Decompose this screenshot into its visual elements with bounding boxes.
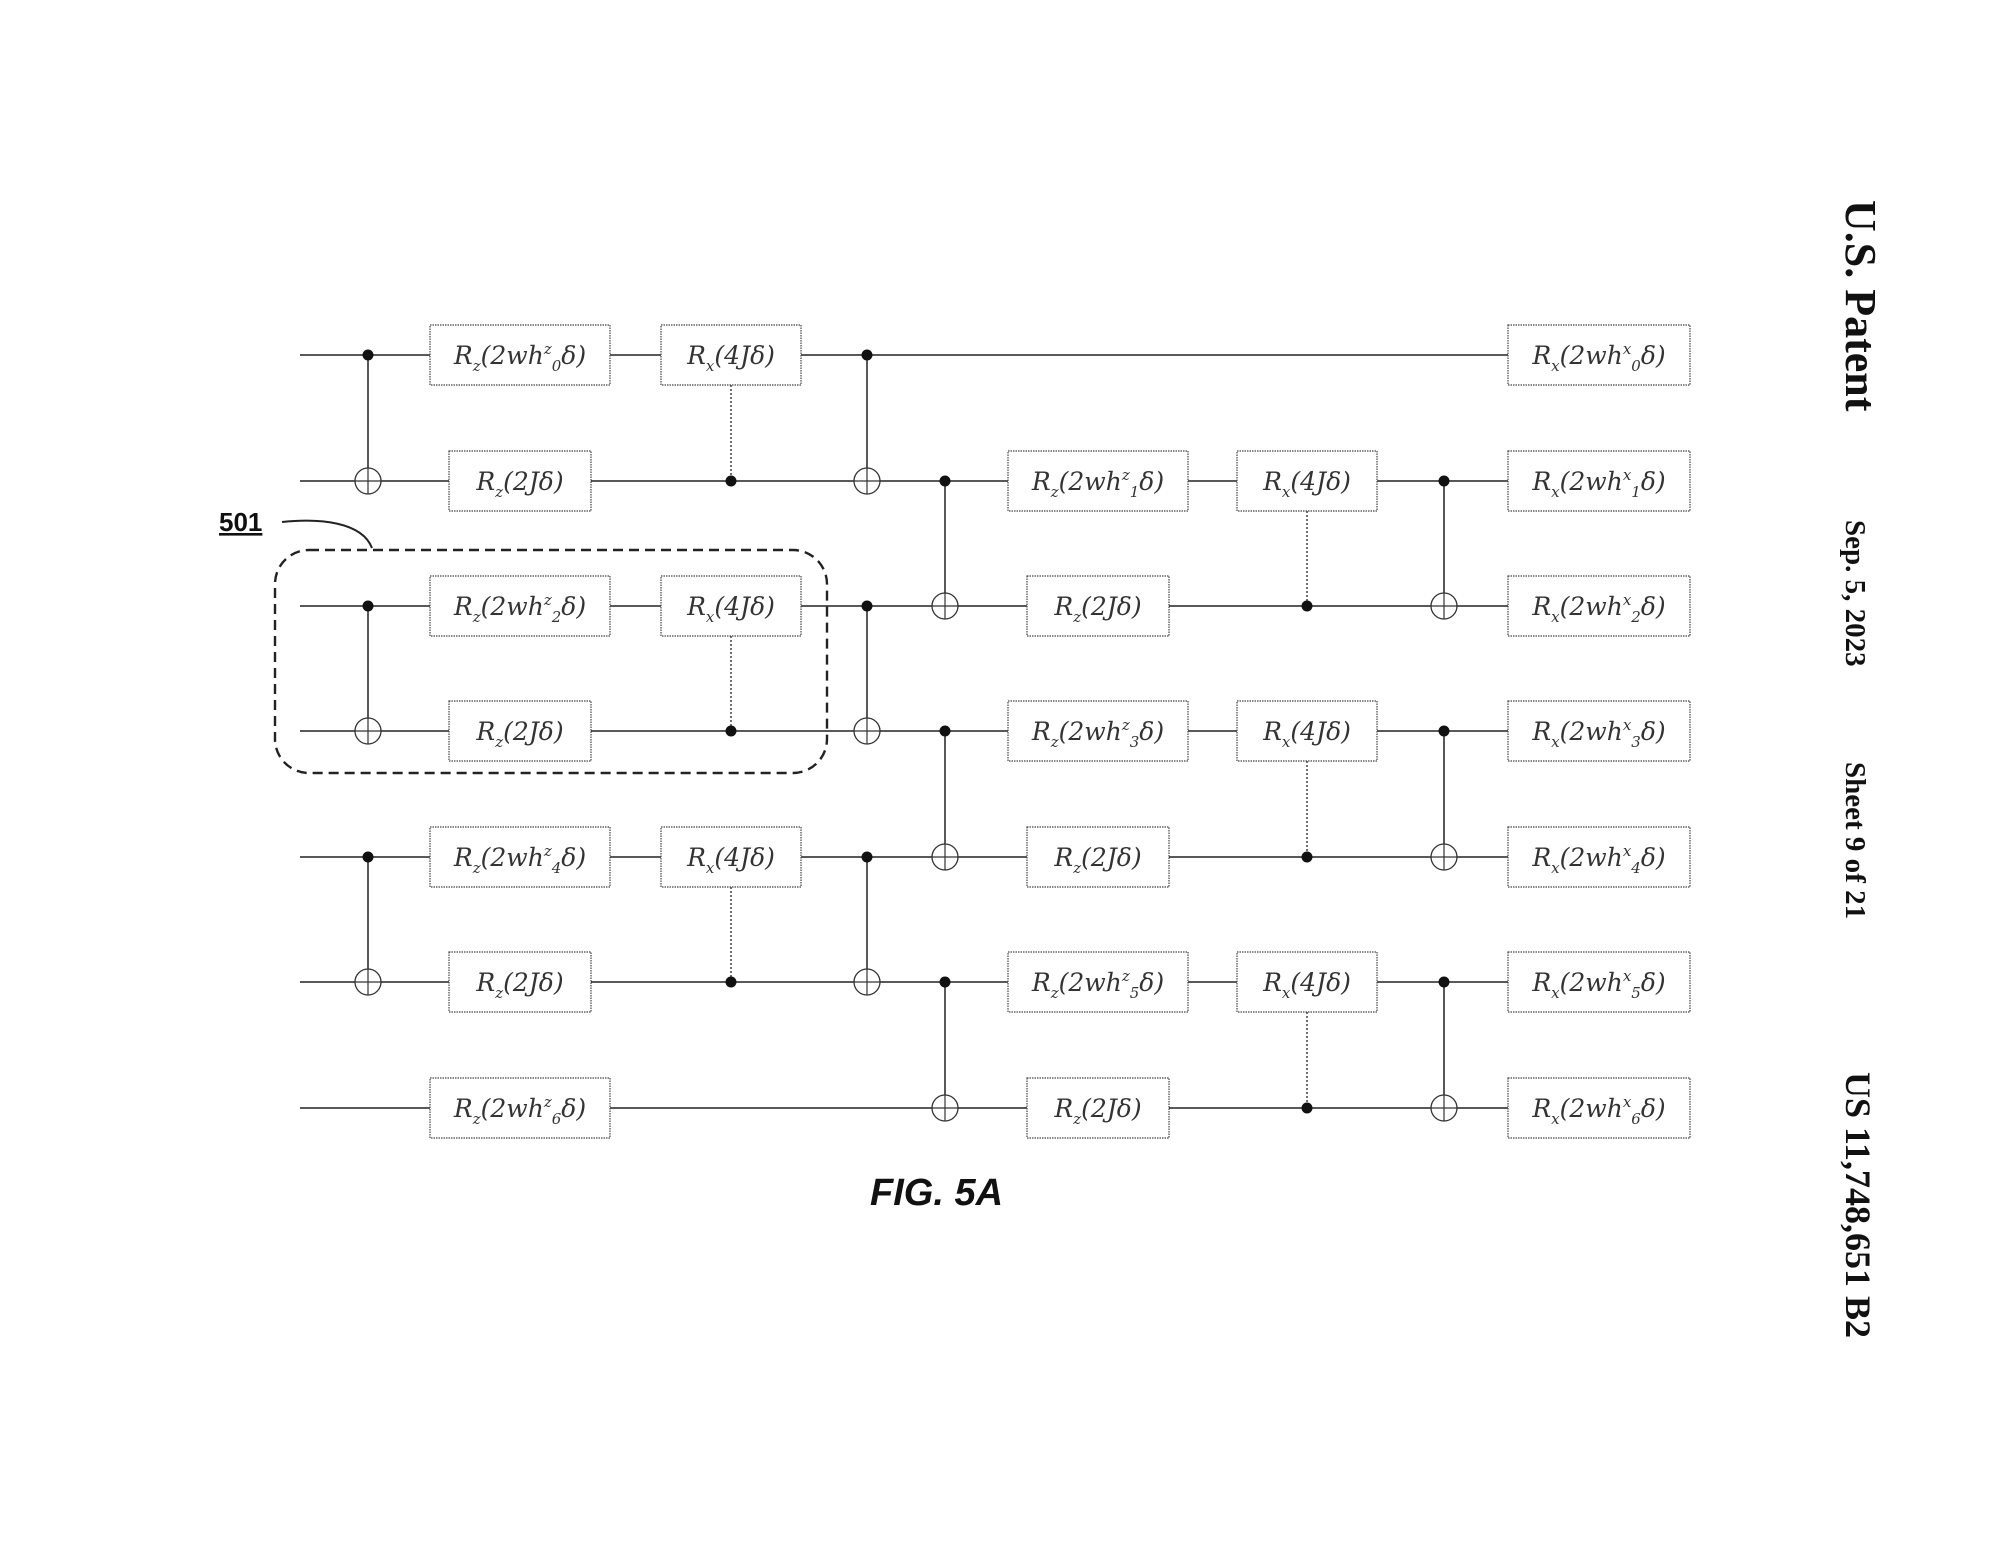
- rz-coupling-gate-q4-label: Rz(2Jδ): [1053, 843, 1141, 877]
- rz-field-gate-q5: Rz(2whz5δ): [1008, 952, 1188, 1012]
- cnot-control-dot: [1439, 977, 1450, 988]
- rz-field-gate-q2: Rz(2whz2δ): [430, 576, 610, 636]
- rz-field-gate-q0: Rz(2whz0δ): [430, 325, 610, 385]
- cnot-control-dot: [1439, 476, 1450, 487]
- rz-coupling-gate-q3-label: Rz(2Jδ): [475, 717, 563, 751]
- rz-coupling-gate-q6-label: Rz(2Jδ): [1053, 1094, 1141, 1128]
- rz-field-gate-q4: Rz(2whz4δ): [430, 827, 610, 887]
- header-patent-number: US 11,748,651 B2: [1838, 1072, 1878, 1338]
- rx-coupling-gate-q5: Rx(4Jδ): [1237, 952, 1377, 1012]
- cnot-control-dot: [862, 601, 873, 612]
- cnot-control-dot: [862, 852, 873, 863]
- rx-field-gate-q0: Rx(2whx0δ): [1508, 325, 1690, 385]
- rx-coupling-gate-q0: Rx(4Jδ): [661, 325, 801, 385]
- cnot-control-dot: [363, 852, 374, 863]
- rz-field-gate-q1: Rz(2whz1δ): [1008, 451, 1188, 511]
- rz-coupling-gate-q6: Rz(2Jδ): [1027, 1078, 1169, 1138]
- group-501-leader: [282, 521, 372, 548]
- rx-coupling-gate-q1-label: Rx(4Jδ): [1262, 467, 1351, 501]
- rx-field-gate-q6: Rx(2whx6δ): [1508, 1078, 1690, 1138]
- rx-field-gate-q4: Rx(2whx4δ): [1508, 827, 1690, 887]
- header-date: Sep. 5, 2023: [1839, 520, 1871, 667]
- rx-field-gate-q3: Rx(2whx3δ): [1508, 701, 1690, 761]
- rz-field-gate-q6: Rz(2whz6δ): [430, 1078, 610, 1138]
- cnot-control-dot: [363, 601, 374, 612]
- rx-coupling-gate-q2-label: Rx(4Jδ): [686, 592, 775, 626]
- cnot-control-dot: [940, 476, 951, 487]
- cnot-control-dot: [862, 350, 873, 361]
- rz-coupling-gate-q1-label: Rz(2Jδ): [475, 467, 563, 501]
- controlled-rotation-dot: [726, 726, 737, 737]
- rx-field-gate-q5: Rx(2whx5δ): [1508, 952, 1690, 1012]
- rx-coupling-gate-q4-label: Rx(4Jδ): [686, 843, 775, 877]
- rx-coupling-gate-q3: Rx(4Jδ): [1237, 701, 1377, 761]
- cnot-control-dot: [363, 350, 374, 361]
- cnot-control-dot: [1439, 726, 1450, 737]
- rx-coupling-gate-q1: Rx(4Jδ): [1237, 451, 1377, 511]
- rx-coupling-gate-q5-label: Rx(4Jδ): [1262, 968, 1351, 1002]
- controlled-rotation-dot: [726, 977, 737, 988]
- rx-coupling-gate-q4: Rx(4Jδ): [661, 827, 801, 887]
- rx-field-gate-q1: Rx(2whx1δ): [1508, 451, 1690, 511]
- controlled-rotation-dot: [726, 476, 737, 487]
- header-publisher: U.S. Patent: [1836, 200, 1885, 412]
- rz-field-gate-q3: Rz(2whz3δ): [1008, 701, 1188, 761]
- rz-coupling-gate-q2-label: Rz(2Jδ): [1053, 592, 1141, 626]
- rx-field-gate-q2: Rx(2whx2δ): [1508, 576, 1690, 636]
- rz-coupling-gate-q3: Rz(2Jδ): [449, 701, 591, 761]
- rz-coupling-gate-q4: Rz(2Jδ): [1027, 827, 1169, 887]
- rz-coupling-gate-q5: Rz(2Jδ): [449, 952, 591, 1012]
- rz-coupling-gate-q2: Rz(2Jδ): [1027, 576, 1169, 636]
- cnot-control-dot: [940, 726, 951, 737]
- rz-coupling-gate-q5-label: Rz(2Jδ): [475, 968, 563, 1002]
- rx-coupling-gate-q2: Rx(4Jδ): [661, 576, 801, 636]
- rx-coupling-gate-q0-label: Rx(4Jδ): [686, 341, 775, 375]
- rz-coupling-gate-q1: Rz(2Jδ): [449, 451, 591, 511]
- controlled-rotation-dot: [1302, 601, 1313, 612]
- rx-coupling-gate-q3-label: Rx(4Jδ): [1262, 717, 1351, 751]
- sheet-header: U.S. Patent Sep. 5, 2023 Sheet 9 of 21 U…: [1836, 200, 1885, 1338]
- reference-label-501: 501: [219, 507, 262, 537]
- controlled-rotation-dot: [1302, 1103, 1313, 1114]
- figure-caption: FIG. 5A: [870, 1172, 1003, 1214]
- controlled-rotation-dot: [1302, 852, 1313, 863]
- cnot-control-dot: [940, 977, 951, 988]
- header-sheet: Sheet 9 of 21: [1839, 762, 1871, 919]
